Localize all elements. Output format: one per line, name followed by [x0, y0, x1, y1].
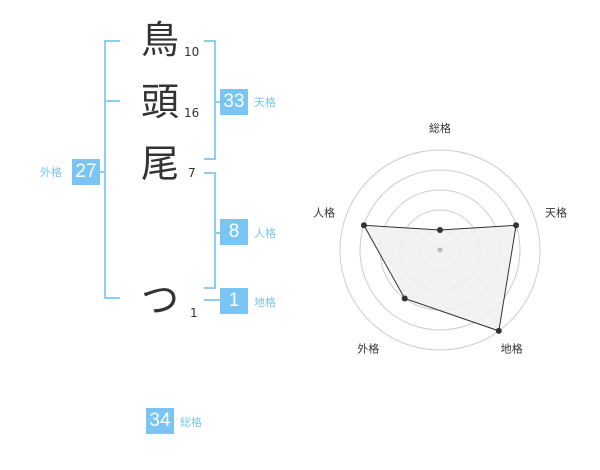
stroke-count-4: 1 [190, 306, 198, 320]
radar-ring [359, 169, 521, 331]
name-char-2: 頭 [140, 80, 179, 124]
tenkaku-value: 33 [220, 89, 248, 115]
radar-point [495, 327, 502, 334]
jinkaku-bracket-bottom [204, 287, 216, 289]
tenkaku-bracket-vertical [214, 40, 216, 160]
radar-axis-label: 地格 [501, 342, 523, 356]
jinkaku-value: 8 [220, 219, 248, 245]
chikaku-label: 地格 [254, 296, 276, 309]
radar-point [401, 295, 408, 302]
soukaku-value: 34 [146, 408, 174, 434]
tenkaku-label: 天格 [254, 96, 276, 109]
radar-point [360, 222, 367, 229]
jinkaku-connector [214, 232, 222, 234]
radar-axis-label: 外格 [357, 342, 379, 356]
radar-point [437, 227, 443, 233]
name-char-4: つ [140, 278, 179, 322]
tenkaku-bracket-bottom [204, 158, 216, 160]
stroke-count-2: 16 [184, 106, 200, 120]
jinkaku-bracket-vertical [214, 172, 216, 289]
radar-axis-label: 天格 [545, 205, 567, 219]
radar-point [513, 222, 520, 229]
jinkaku-label: 人格 [254, 227, 276, 240]
jinkaku-bracket-top [204, 172, 216, 174]
stroke-count-1: 10 [184, 45, 200, 59]
radar-ring [339, 149, 541, 351]
gaikaku-bracket-top [104, 40, 120, 42]
tenkaku-connector [214, 101, 222, 103]
gaikaku-bracket-vertical [104, 40, 106, 299]
stroke-count-3: 7 [188, 166, 196, 180]
gaikaku-label: 外格 [40, 166, 62, 179]
gaikaku-bracket-mid [104, 100, 120, 102]
radar-axis-label: 人格 [313, 205, 335, 219]
soukaku-label: 総格 [180, 416, 202, 429]
gaikaku-value: 27 [72, 159, 100, 185]
name-char-3: 尾 [140, 142, 179, 186]
gaikaku-bracket-bottom [104, 297, 120, 299]
gaikaku-connector [98, 171, 106, 173]
chikaku-value: 1 [220, 288, 248, 314]
radar-center [437, 247, 443, 253]
chikaku-bracket-line [204, 299, 222, 301]
name-char-1: 鳥 [140, 18, 179, 62]
radar-polygon [363, 224, 517, 332]
radar-axis-label: 総格 [429, 121, 451, 135]
tenkaku-bracket-top [204, 40, 216, 42]
